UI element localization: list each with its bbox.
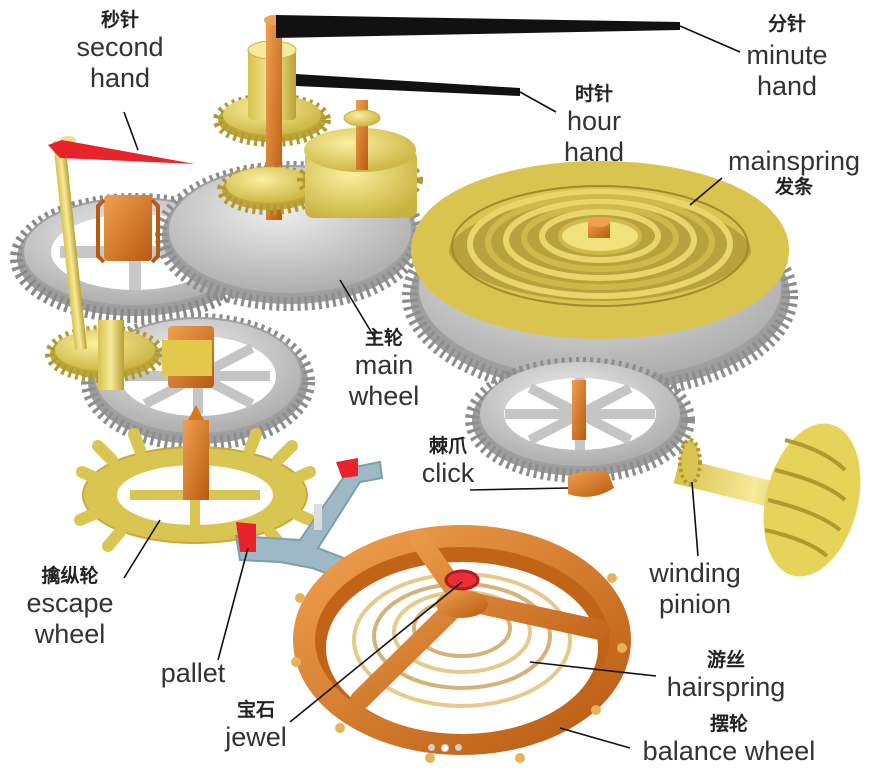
label-hour-hand: 时针 hour hand [548, 83, 640, 168]
page-dot[interactable] [428, 744, 435, 751]
orange-pinion-upper [96, 195, 160, 264]
label-mainspring-zh: 发条 [774, 176, 813, 199]
label-mainspring: mainspring 发条 [714, 146, 874, 199]
label-hour-hand-zh: 时针 [574, 83, 613, 105]
label-escape-wheel-zh: 擒纵轮 [41, 565, 99, 587]
label-escape-wheel-en1: escape [26, 587, 114, 618]
label-escape-wheel-en2: wheel [34, 618, 106, 649]
mainspring-barrel [402, 161, 798, 400]
leader-winding-pinion [691, 481, 699, 557]
center-arbor-stack [213, 15, 331, 220]
label-winding-pinion-en1: winding [649, 558, 741, 588]
label-escape-wheel: 擒纵轮 escape wheel [14, 565, 126, 650]
label-pallet: pallet [148, 658, 238, 689]
leader-escape-wheel [123, 519, 161, 579]
label-main-wheel: 主轮 main wheel [336, 327, 432, 412]
leader-minute-hand [679, 25, 741, 53]
label-second-hand: 秒针 second hand [60, 9, 180, 94]
label-winding-pinion-en2: pinion [658, 589, 732, 620]
barrel-lower-gear [465, 357, 695, 483]
label-mainspring-en: mainspring [727, 146, 861, 176]
hour-hand [296, 74, 520, 96]
label-main-wheel-zh: 主轮 [364, 327, 403, 349]
label-hairspring: 游丝 hairspring [656, 649, 796, 703]
label-balance-wheel-en: balance wheel [642, 735, 816, 766]
page-dot[interactable] [455, 744, 462, 751]
label-minute-hand-en1: minute [746, 39, 828, 70]
second-hand [48, 136, 195, 351]
leader-hour-hand [519, 91, 557, 113]
label-second-hand-en1: second [76, 31, 164, 62]
label-winding-pinion: winding pinion [630, 558, 760, 620]
label-balance-wheel: 摆轮 balance wheel [626, 713, 832, 767]
leader-main-wheel [339, 279, 377, 341]
label-click: 棘爪 click [408, 435, 488, 489]
leader-click [469, 487, 569, 491]
label-jewel-zh: 宝石 [236, 699, 275, 721]
leader-hairspring [529, 661, 657, 677]
leader-lines [123, 25, 741, 749]
balance-wheel [291, 525, 631, 763]
click-pawl [568, 470, 614, 497]
leader-mainspring [689, 177, 723, 206]
cannon-pinion-gear [297, 100, 423, 218]
pagination-dots[interactable] [428, 744, 462, 752]
label-minute-hand: 分针 minute hand [728, 13, 846, 102]
label-jewel-en: jewel [225, 721, 287, 752]
label-main-wheel-en1: main [354, 349, 414, 380]
winding-stem [673, 423, 861, 577]
leader-balance-wheel [559, 727, 631, 749]
label-click-zh: 棘爪 [428, 435, 467, 457]
label-minute-hand-zh: 分针 [767, 13, 806, 35]
label-minute-hand-en2: hand [756, 70, 818, 101]
label-balance-wheel-zh: 摆轮 [709, 713, 748, 735]
escape-wheel [74, 405, 316, 552]
leader-second-hand [123, 111, 139, 151]
label-hour-hand-en2: hand [563, 136, 625, 167]
label-hour-hand-en1: hour [566, 105, 622, 136]
label-hairspring-en: hairspring [666, 671, 786, 702]
label-click-en: click [421, 457, 475, 488]
label-pallet-en: pallet [160, 658, 226, 688]
minute-hand [276, 15, 680, 38]
leader-pallet [217, 547, 249, 661]
label-second-hand-zh: 秒针 [100, 9, 139, 31]
label-jewel: 宝石 jewel [218, 699, 294, 753]
leader-jewel [289, 581, 463, 723]
page-dot-active[interactable] [441, 744, 449, 752]
label-main-wheel-en2: wheel [348, 380, 420, 411]
label-second-hand-en2: hand [89, 62, 151, 93]
label-hairspring-zh: 游丝 [706, 649, 745, 671]
